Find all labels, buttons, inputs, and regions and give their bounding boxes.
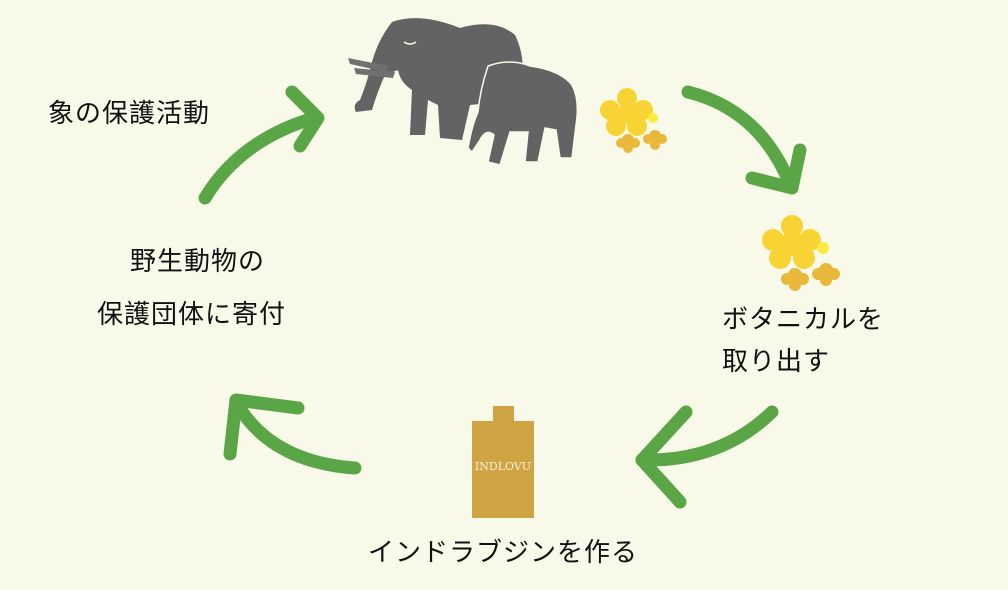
flower-icon [600,88,667,153]
step-elephant-protection: 象の保護活動 [48,99,211,129]
step-botanical-line2: 取り出す [722,347,831,377]
step-botanical-line1: ボタニカルを [722,305,885,335]
arrow-to-elephants [198,85,325,205]
step-donate-line2: 保護団体に寄付 [97,300,287,330]
bottle-label: INDLOVU [475,460,531,473]
adult-elephant [354,18,523,140]
baby-elephant [467,61,579,166]
elephants-illustration [348,18,579,166]
arrow-to-botanicals [681,85,807,195]
botanical-flower-icon [762,215,840,291]
step-donate-line1: 野生動物の [130,247,266,277]
arrow-to-gin [635,405,779,509]
arrow-to-donation [223,393,362,475]
gin-bottle-icon: INDLOVU [472,406,534,518]
step-make-gin: インドラブジンを作る [368,538,639,568]
